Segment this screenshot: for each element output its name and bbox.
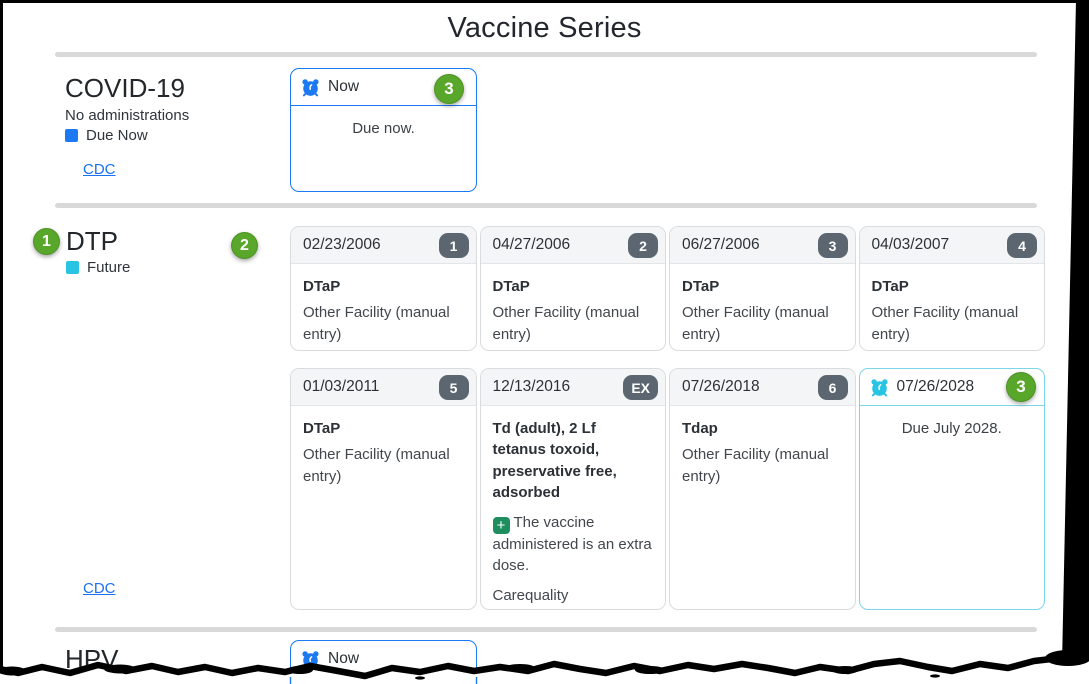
dose-card: 04/27/2006 2 DTaP Other Facility (manual… (479, 226, 666, 351)
covid-subtitle: No administrations (65, 107, 190, 124)
hpv-forecast-card: Now (290, 640, 477, 684)
covid-forecast-header: Now (291, 69, 476, 106)
dose-extra-badge: EX (623, 375, 658, 400)
hpv-forecast-label: Now (328, 650, 360, 667)
dose-name: DTaP (303, 420, 341, 437)
dose-number-badge: 5 (438, 375, 469, 400)
dose-source: Other Facility (manual entry) (871, 304, 1019, 343)
dtp-cdc-link[interactable]: CDC (83, 580, 116, 597)
plus-icon: + (492, 517, 510, 535)
dose-card: 04/03/2007 4 DTaP Other Facility (manual… (858, 226, 1045, 351)
dose-card: 06/27/2006 3 DTaP Other Facility (manual… (669, 226, 856, 351)
annotation-marker-3-dtp: 3 (1006, 372, 1036, 402)
dose-source: Carequality (492, 586, 569, 604)
dose-number-badge: 1 (438, 233, 469, 258)
dose-name: DTaP (492, 278, 530, 295)
due-now-legend-label: Due Now (86, 127, 148, 144)
alarm-clock-icon (301, 650, 320, 669)
dose-number-badge: 6 (817, 375, 848, 400)
section-divider (55, 203, 1037, 208)
dose-name: DTaP (682, 278, 720, 295)
dtp-forecast-card: 07/26/2028 Due July 2028. (858, 368, 1045, 610)
dtp-forecast-header: 07/26/2028 (859, 369, 1044, 406)
annotation-marker-3-covid: 3 (434, 74, 464, 104)
dose-source: Other Facility (manual entry) (303, 446, 450, 485)
dose-source: Other Facility (manual entry) (303, 304, 450, 343)
dose-number-badge: 4 (1007, 233, 1037, 258)
alarm-clock-icon (870, 378, 889, 397)
dtp-forecast-body: Due July 2028. (901, 420, 1002, 437)
dose-card-extra: 12/13/2016 EX Td (adult), 2 Lf tetanus t… (479, 368, 666, 610)
covid-forecast-label: Now (328, 78, 360, 95)
dose-number-badge: 3 (817, 233, 848, 258)
hpv-section-title: HPV (65, 644, 119, 674)
dose-source: Other Facility (manual entry) (682, 304, 829, 343)
page-title: Vaccine Series (447, 12, 642, 44)
annotation-marker-1: 1 (33, 228, 60, 255)
dose-card: 02/23/2006 1 DTaP Other Facility (manual… (290, 226, 477, 351)
section-divider (55, 627, 1037, 632)
dose-name: Tdap (682, 420, 718, 437)
dtp-dose-grid: 02/23/2006 1 DTaP Other Facility (manual… (290, 226, 1045, 610)
dose-number-badge: 2 (628, 233, 658, 258)
covid-section-title: COVID-19 (65, 73, 185, 103)
alarm-clock-icon (301, 78, 320, 97)
dose-card: 07/26/2018 6 Tdap Other Facility (manual… (669, 368, 856, 610)
dose-card: 01/03/2011 5 DTaP Other Facility (manual… (290, 368, 477, 610)
covid-forecast-body: Due now. (352, 120, 415, 137)
dtp-section-title: DTP (66, 226, 118, 256)
due-now-legend-swatch (65, 129, 78, 142)
dose-source: Other Facility (manual entry) (492, 304, 640, 343)
future-legend-swatch (66, 261, 79, 274)
future-legend-label: Future (87, 259, 131, 276)
covid-cdc-link[interactable]: CDC (83, 161, 116, 178)
dtp-forecast-date: 07/26/2028 (896, 378, 975, 395)
dtp-legend: Future (66, 259, 130, 276)
dose-name: Td (adult), 2 Lf tetanus toxoid, preserv… (492, 420, 617, 501)
covid-legend: Due Now (65, 127, 148, 144)
annotation-marker-2: 2 (231, 232, 258, 259)
dose-name: DTaP (871, 278, 909, 295)
dose-name: DTaP (303, 278, 341, 295)
dose-source: Other Facility (manual entry) (682, 446, 829, 485)
section-divider (55, 52, 1037, 57)
hpv-forecast-header: Now (291, 641, 476, 678)
extra-dose-note: +The vaccine administered is an extra do… (492, 514, 652, 575)
